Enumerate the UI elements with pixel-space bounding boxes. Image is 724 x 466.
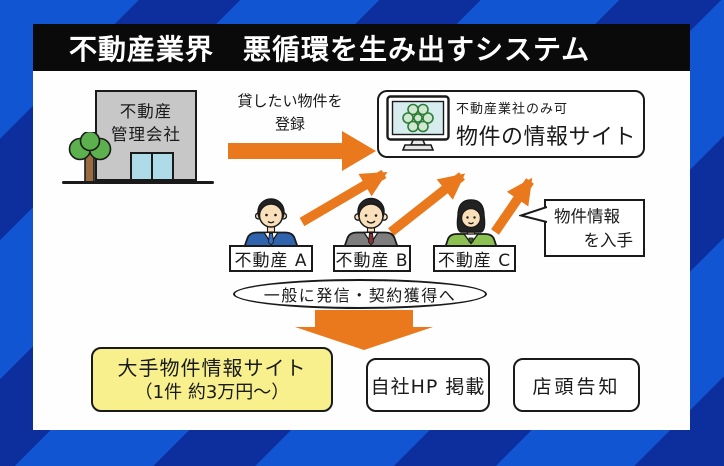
agent-a-label-box: 不動産 A bbox=[229, 245, 313, 272]
register-arrow-icon bbox=[228, 131, 376, 171]
upload-arrow-c-icon bbox=[491, 177, 534, 235]
info-site-box: 不動産業社のみ可 物件の情報サイト bbox=[377, 90, 645, 158]
down-arrow-icon bbox=[295, 310, 433, 350]
agent-c-label-box: 不動産 C bbox=[433, 245, 516, 272]
obtain-info-callout: 物件情報 を入手 bbox=[544, 199, 645, 257]
major-site-box: 大手物件情報サイト （1件 約3万円～） bbox=[91, 347, 333, 412]
person-b-icon bbox=[343, 197, 399, 248]
building-label: 不動産 管理会社 bbox=[111, 102, 181, 145]
tree-icon bbox=[68, 132, 112, 184]
monitor-icon bbox=[386, 95, 450, 151]
person-c-icon bbox=[444, 199, 498, 248]
info-site-restriction: 不動産業社のみ可 bbox=[456, 101, 569, 117]
own-hp-box: 自社HP 掲載 bbox=[366, 358, 490, 412]
info-site-name: 物件の情報サイト bbox=[456, 124, 637, 150]
storefront-box: 店頭告知 bbox=[513, 358, 640, 412]
upload-arrow-a-icon bbox=[299, 169, 388, 227]
agent-label: 不動産 C bbox=[437, 251, 512, 271]
title-bar: 不動産業界 悪循環を生み出すシステム bbox=[33, 24, 690, 71]
person-a-icon bbox=[243, 198, 299, 248]
broadcast-label: 一般に発信・契約獲得へ bbox=[263, 286, 457, 305]
upload-arrow-b-icon bbox=[388, 172, 466, 236]
agent-label: 不動産 B bbox=[335, 251, 409, 271]
register-arrow-label: 貸したい物件を 登録 bbox=[237, 92, 343, 133]
callout-pointer-icon bbox=[519, 206, 547, 223]
broadcast-ellipse: 一般に発信・契約獲得へ bbox=[233, 279, 487, 309]
building-door-icon bbox=[130, 152, 174, 179]
agent-b-label-box: 不動産 B bbox=[333, 245, 411, 272]
page-title: 不動産業界 悪循環を生み出すシステム bbox=[69, 32, 591, 66]
ground-line bbox=[62, 181, 214, 184]
agent-label: 不動産 A bbox=[234, 251, 308, 271]
